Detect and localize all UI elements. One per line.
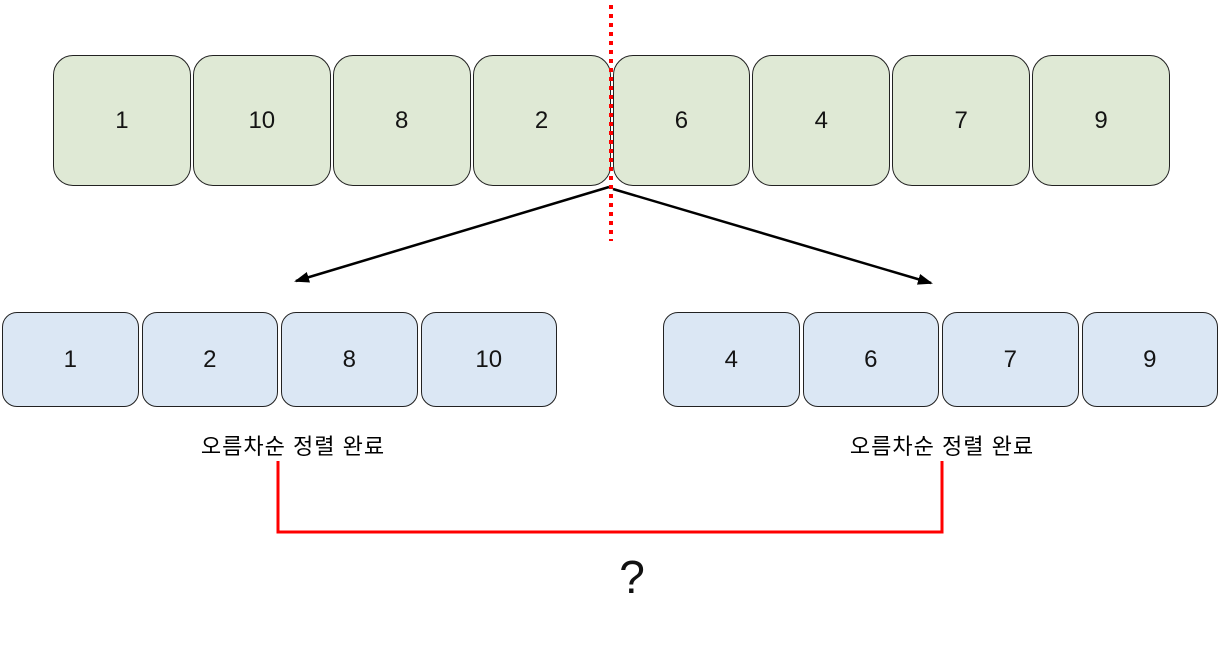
array-cell: 1: [53, 55, 191, 186]
split-arrow-right: [612, 187, 933, 285]
array-cell: 8: [332, 55, 471, 186]
array-cell: 10: [192, 55, 331, 186]
array-cell: 9: [1081, 312, 1218, 407]
array-cell: 4: [752, 55, 891, 186]
merge-question-mark: ?: [619, 551, 645, 603]
merge-bracket: [276, 461, 944, 534]
array-cell: 10: [420, 312, 557, 407]
left-sorted-label: 오름차순 정렬 완료: [200, 434, 386, 459]
array-cell: 6: [612, 55, 751, 186]
array-cell: 9: [1032, 55, 1170, 186]
array-cell: 2: [472, 55, 611, 186]
array-cell: 7: [892, 55, 1031, 186]
left-sorted-subarray-row: 1 2 8 10: [2, 312, 557, 407]
array-cell: 1: [2, 312, 139, 407]
right-sorted-subarray-row: 4 6 7 9: [663, 312, 1218, 407]
split-arrow-left: [294, 185, 610, 283]
unsorted-array-row: 1 10 8 2 6 4 7 9: [53, 55, 1170, 186]
array-cell: 8: [281, 312, 418, 407]
right-sorted-label: 오름차순 정렬 완료: [849, 434, 1035, 459]
array-cell: 4: [663, 312, 800, 407]
array-cell: 6: [802, 312, 939, 407]
array-cell: 2: [141, 312, 278, 407]
array-cell: 7: [942, 312, 1079, 407]
